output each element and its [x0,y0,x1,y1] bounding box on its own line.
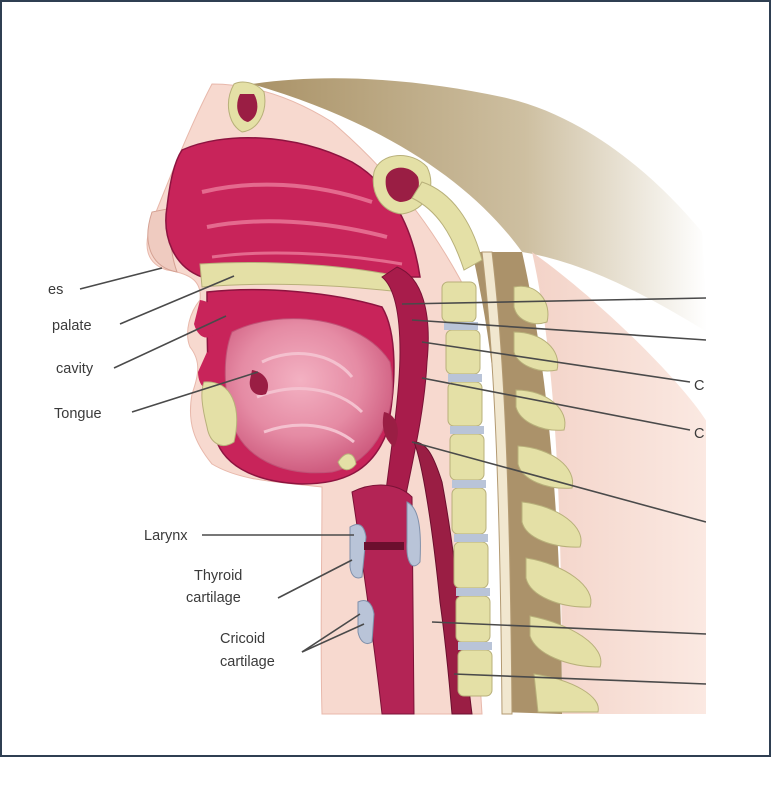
label-right-fragment-2: C [694,426,704,442]
right-crop-mask [706,28,768,728]
label-cricoid-line2: cartilage [220,654,275,670]
label-cricoid-line1: Cricoid [220,631,265,647]
label-palate: palate [52,318,92,334]
head-neck-sagittal-diagram: es palate cavity Tongue Larynx Thyroid c… [2,2,769,755]
label-cavity: cavity [56,361,94,377]
bottom-margin [0,757,771,785]
label-tongue: Tongue [54,406,102,422]
label-larynx: Larynx [144,528,188,544]
label-thyroid-line2: cartilage [186,590,241,606]
label-right-fragment-1: C [694,378,704,394]
cricoid-cartilage [358,601,374,644]
label-nasal-fragment: es [48,282,63,298]
tongue-body [225,319,392,473]
vocal-folds [364,542,404,550]
label-thyroid-line1: Thyroid [194,568,242,584]
